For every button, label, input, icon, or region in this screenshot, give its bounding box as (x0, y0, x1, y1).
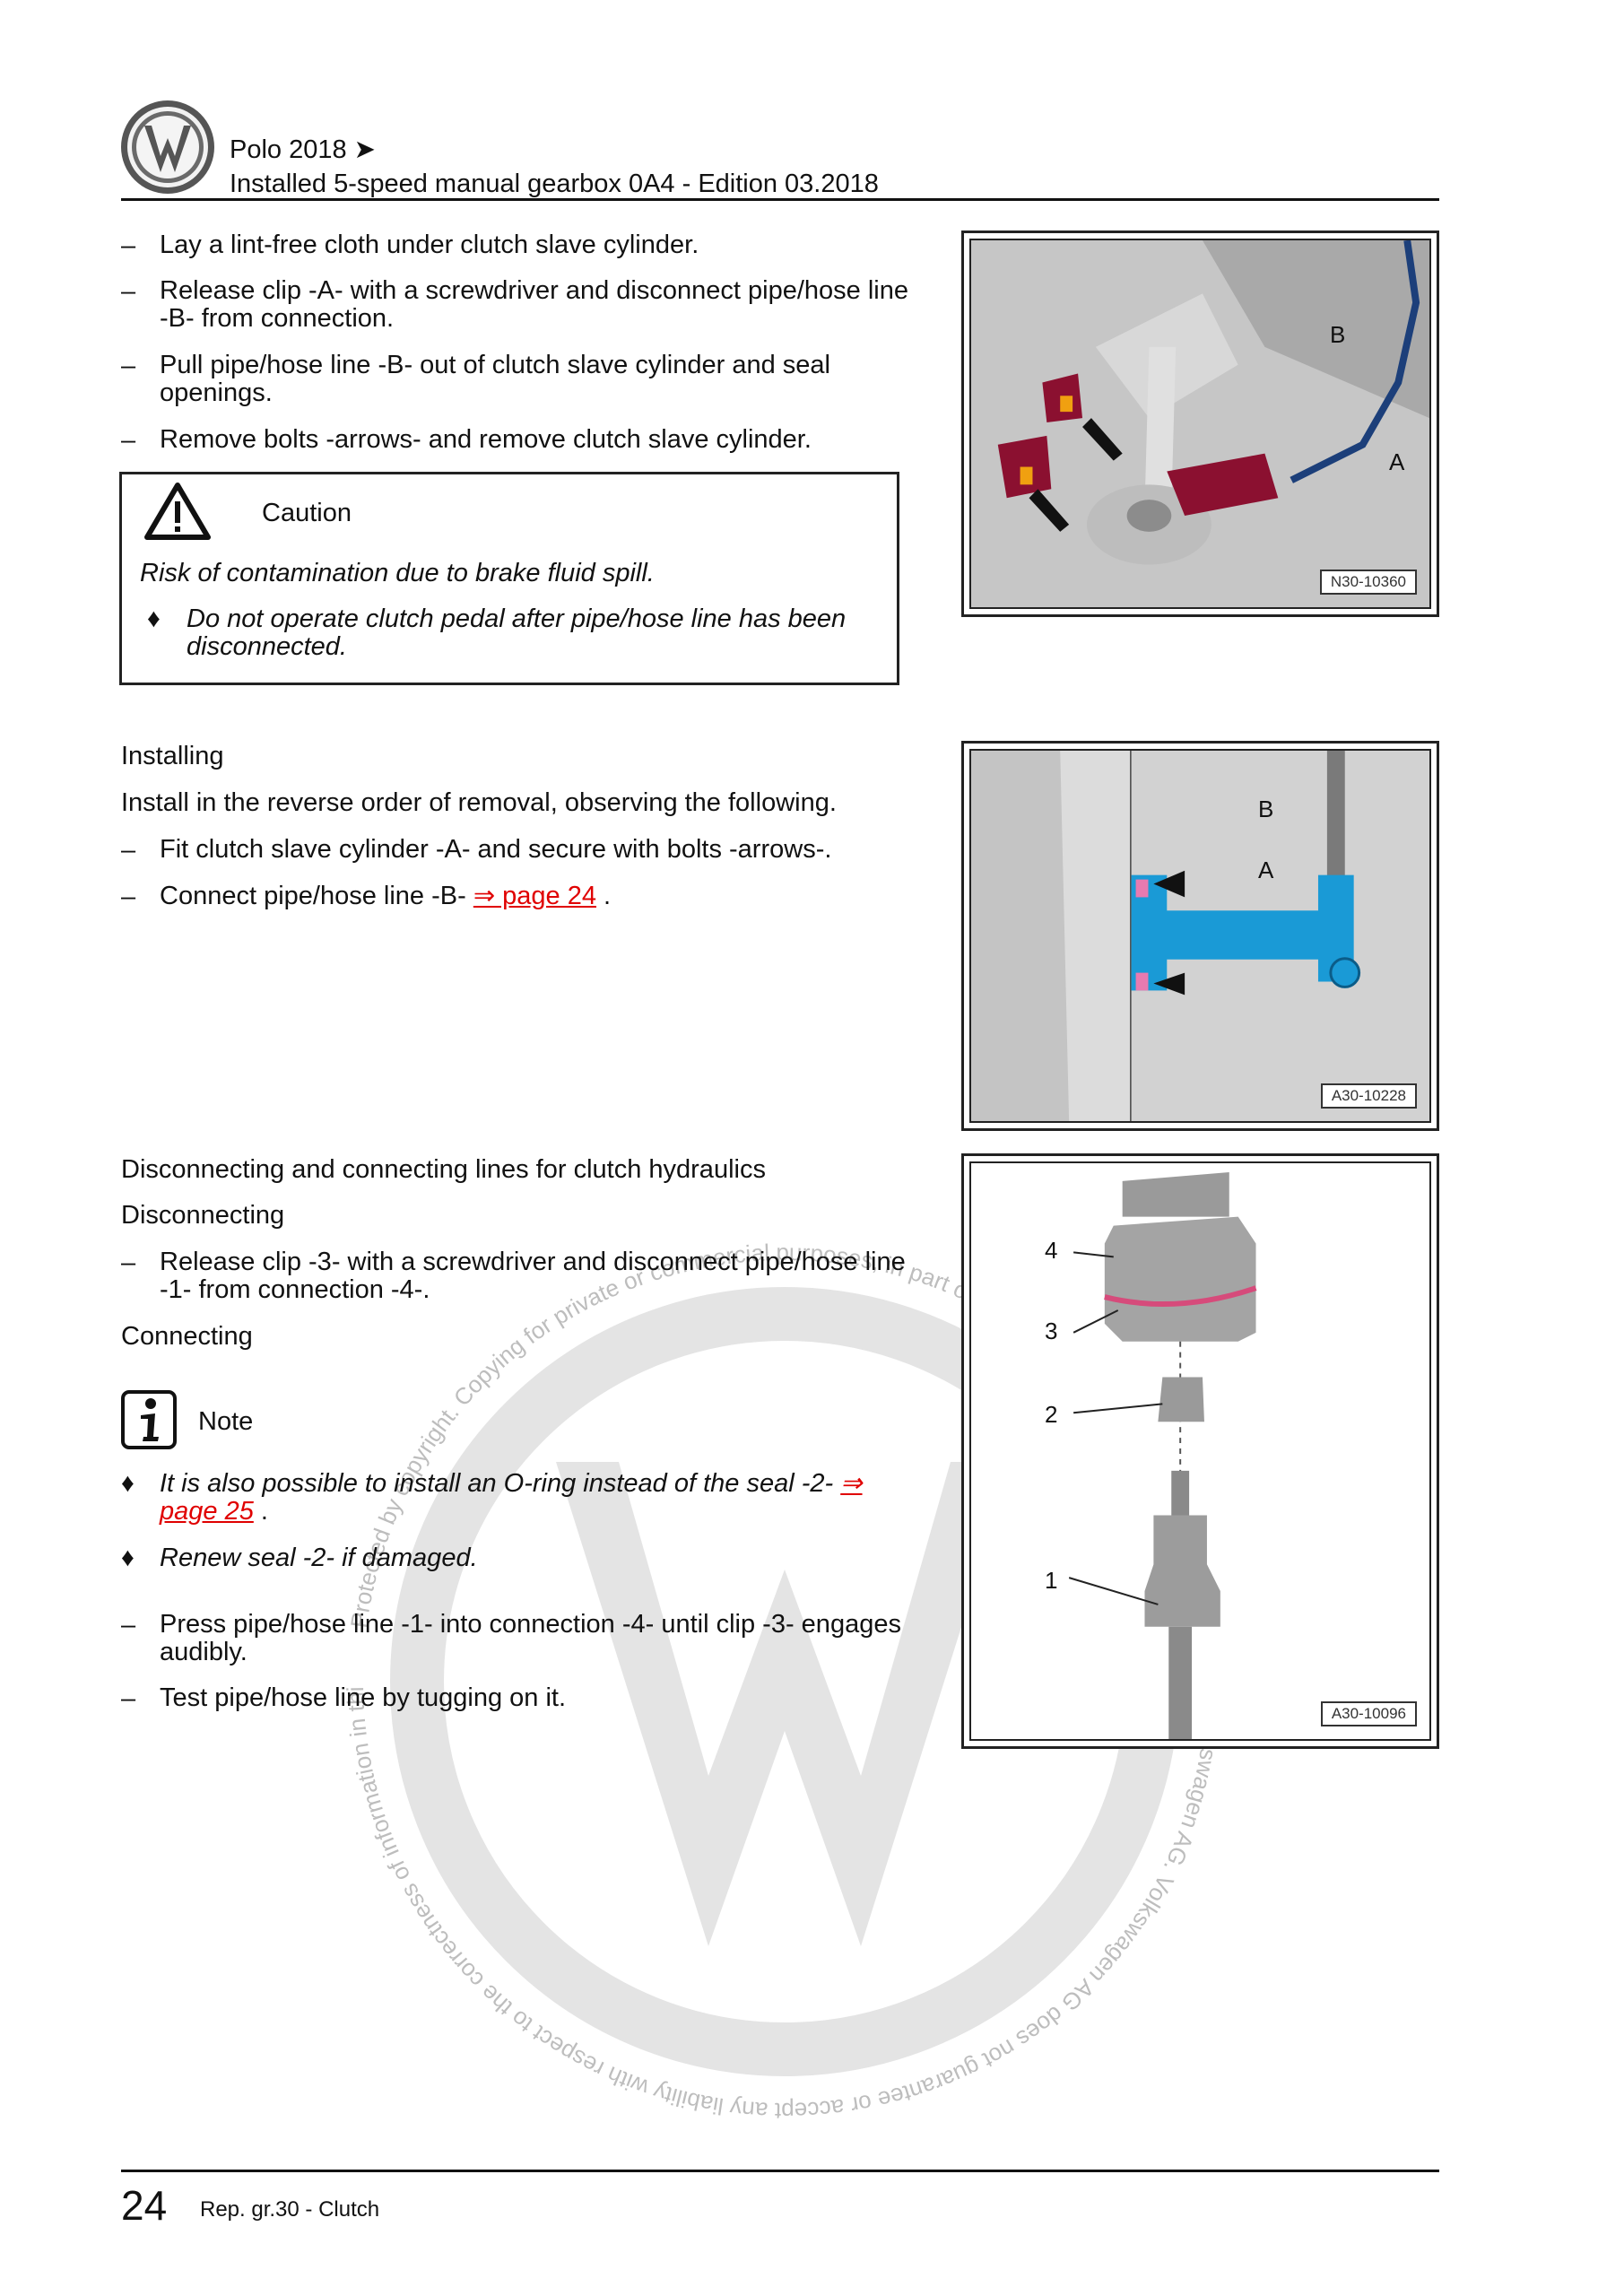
dash: – (121, 1611, 136, 1639)
slave-cylinder-illustration (971, 751, 1429, 1121)
connecting-heading: Connecting (121, 1322, 253, 1351)
caution-box: Caution Risk of contamination due to bra… (119, 472, 899, 685)
header-subtitle: Installed 5-speed manual gearbox 0A4 - E… (230, 170, 879, 198)
figure-id: N30-10360 (1319, 570, 1417, 595)
dash: – (121, 883, 136, 911)
installing-heading: Installing (121, 742, 224, 770)
caution-text: Risk of contamination due to brake fluid… (140, 559, 655, 587)
suffix: . (253, 1497, 268, 1526)
callout-b: B (1258, 796, 1274, 822)
step-text: Test pipe/hose line by tugging on it. (160, 1683, 567, 1712)
diamond-bullet: ♦ (147, 604, 161, 633)
note-bullet: It is also possible to install an O-ring… (160, 1470, 895, 1526)
footer-rule (121, 2170, 1439, 2172)
dash: – (121, 1248, 136, 1277)
diamond-bullet: ♦ (121, 1544, 135, 1572)
callout-2: 2 (1045, 1401, 1058, 1428)
dash: – (121, 426, 136, 455)
figure-slave-cylinder-removal: B A N30-10360 (961, 230, 1439, 617)
page-number: 24 (121, 2182, 168, 2229)
footer-section: Rep. gr.30 - Clutch (200, 2197, 380, 2222)
page-24-link[interactable]: ⇒ page 24 (473, 882, 596, 910)
vw-logo (121, 100, 214, 194)
callout-1: 1 (1045, 1567, 1058, 1594)
dash: – (121, 836, 136, 865)
callout-a: A (1258, 857, 1274, 883)
step-text: Release clip -A- with a screwdriver and … (160, 276, 908, 333)
caution-bullet: Do not operate clutch pedal after pipe/h… (187, 604, 847, 661)
note-title: Note (198, 1407, 254, 1436)
figure-id: A30-10228 (1320, 1083, 1417, 1109)
diamond-bullet: ♦ (121, 1469, 135, 1498)
step-text: Lay a lint-free cloth under clutch slave… (160, 230, 699, 259)
step-text: Press pipe/hose line -1- into connection… (160, 1610, 901, 1666)
figure-hydraulic-connection: 4 3 2 1 A30-10096 (961, 1153, 1439, 1749)
suffix: . (596, 882, 612, 910)
step-text: Connect pipe/hose line -B- ⇒ page 24 . (160, 883, 904, 910)
step-text: Connect pipe/hose line -B- (160, 882, 473, 910)
hydraulics-heading: Disconnecting and connecting lines for c… (121, 1155, 766, 1184)
step-text: Fit clutch slave cylinder -A- and secure… (160, 835, 832, 864)
dash: – (121, 352, 136, 380)
info-icon (121, 1390, 177, 1449)
dash: – (121, 1684, 136, 1713)
figure-slave-cylinder-install: B A A30-10228 (961, 741, 1439, 1131)
page-25-link[interactable]: ⇒ page 25 (160, 1469, 863, 1526)
connection-illustration (1068, 1171, 1257, 1739)
note-text: It is also possible to install an O-ring… (160, 1469, 841, 1498)
header-rule (121, 198, 1439, 201)
gearbox-illustration (971, 240, 1429, 607)
warning-triangle-icon (144, 483, 211, 540)
installing-intro: Install in the reverse order of removal,… (121, 788, 837, 817)
step-text: Pull pipe/hose line -B- out of clutch sl… (160, 351, 830, 407)
callout-3: 3 (1045, 1318, 1058, 1344)
note-bullet: Renew seal -2- if damaged. (160, 1544, 478, 1572)
callout-b: B (1330, 321, 1346, 348)
dash: – (121, 231, 136, 260)
header-model: Polo 2018 ➤ (230, 135, 376, 164)
disconnecting-heading: Disconnecting (121, 1201, 285, 1230)
step-text: Remove bolts -arrows- and remove clutch … (160, 425, 812, 454)
callout-a: A (1389, 448, 1405, 475)
figure-id: A30-10096 (1320, 1701, 1417, 1726)
step-text: Release clip -3- with a screwdriver and … (160, 1248, 906, 1304)
dash: – (121, 277, 136, 306)
callout-4: 4 (1045, 1237, 1058, 1264)
caution-title: Caution (262, 499, 352, 527)
